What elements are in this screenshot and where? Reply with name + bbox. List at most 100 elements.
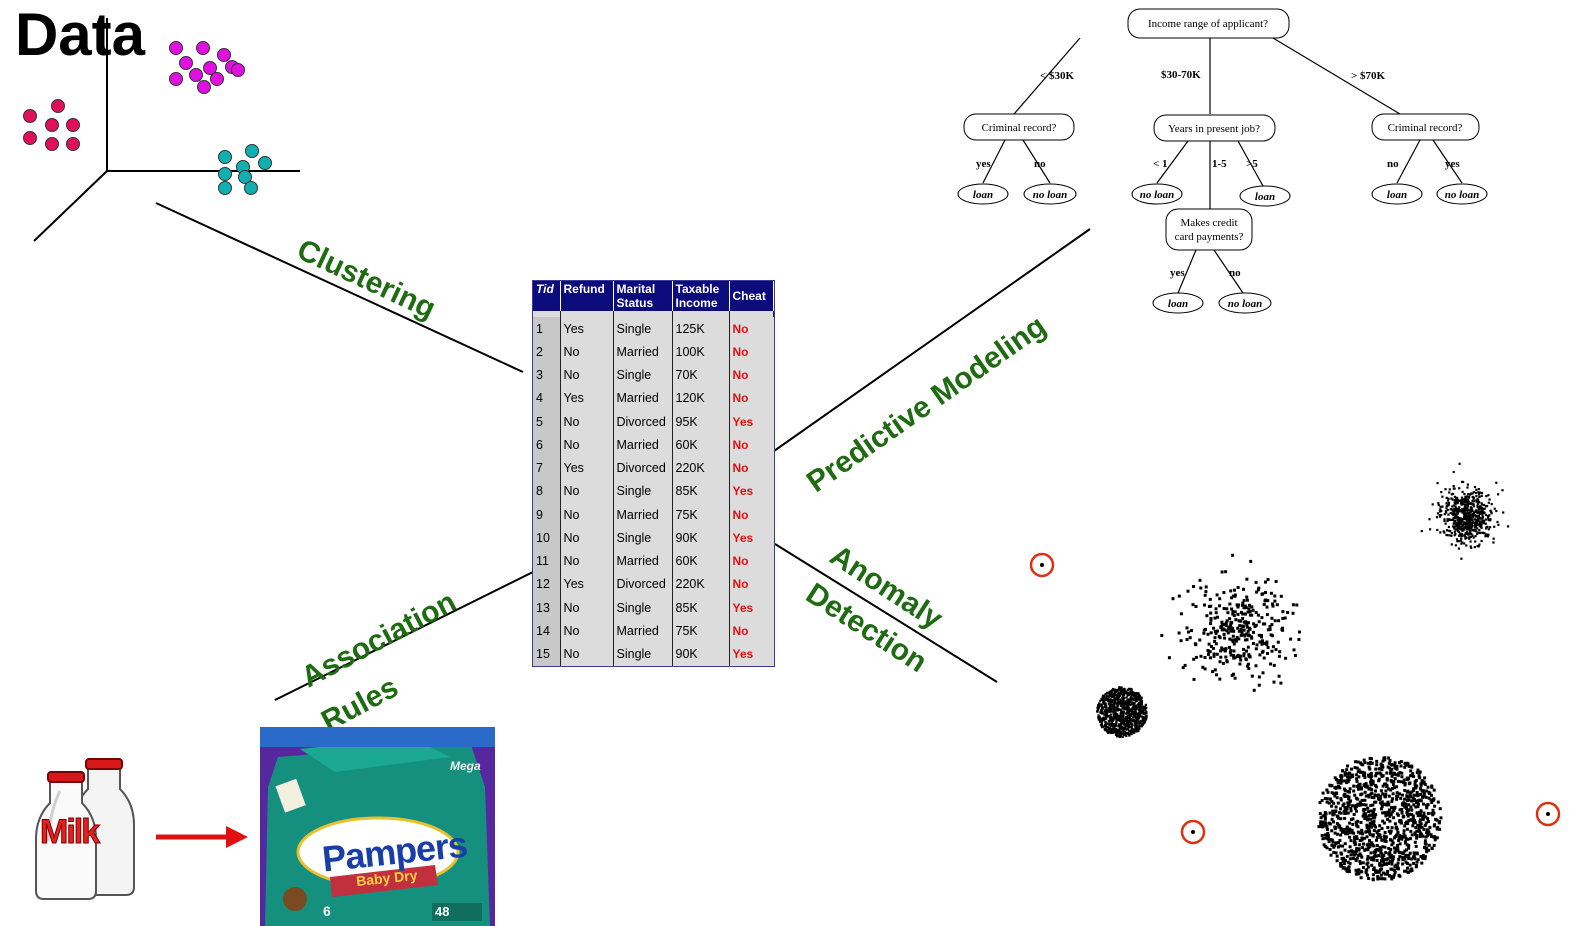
- scatter-point: [1424, 842, 1428, 846]
- scatter-point: [1373, 814, 1377, 818]
- scatter-point: [1138, 720, 1141, 723]
- scatter-point: [1230, 607, 1234, 611]
- scatter-point: [1323, 821, 1327, 825]
- scatter-point: [1209, 617, 1213, 620]
- scatter-point: [1371, 873, 1375, 877]
- scatter-point: [1122, 723, 1125, 726]
- scatter-point: [1452, 510, 1456, 513]
- scatter-point: [1128, 714, 1131, 717]
- scatter-point: [1252, 688, 1256, 692]
- scatter-point: [1370, 858, 1374, 862]
- scatter-point: [1464, 508, 1468, 511]
- scatter-point: [1418, 824, 1422, 828]
- scatter-point: [1398, 771, 1402, 775]
- scatter-point: [1102, 716, 1105, 719]
- scatter-point: [1128, 693, 1131, 696]
- scatter-point: [1396, 813, 1400, 817]
- scatter-point: [1485, 505, 1488, 508]
- scatter-point: [1368, 856, 1372, 860]
- scatter-point: [1459, 517, 1462, 520]
- scatter-point: [1454, 505, 1457, 508]
- scatter-point: [1185, 626, 1189, 630]
- scatter-point: [1425, 831, 1429, 835]
- scatter-point: [1323, 823, 1327, 827]
- scatter-point: [1381, 784, 1385, 788]
- scatter-point: [1387, 794, 1391, 798]
- scatter-point: [1468, 493, 1472, 496]
- table-cell: Divorced: [613, 572, 673, 597]
- scatter-point: [1132, 720, 1135, 723]
- scatter-point: [1471, 534, 1474, 537]
- scatter-point: [1098, 716, 1101, 719]
- scatter-point: [1484, 513, 1488, 517]
- table-cell: 125K: [672, 317, 730, 341]
- scatter-point: [1235, 635, 1239, 639]
- table-cell: No: [732, 623, 749, 638]
- cluster-point: [218, 181, 232, 195]
- scatter-point: [1383, 845, 1387, 849]
- scatter-point: [1412, 861, 1416, 865]
- scatter-point: [1366, 855, 1370, 858]
- scatter-point: [1257, 683, 1261, 687]
- scatter-point: [1139, 708, 1142, 711]
- table-cell: No: [560, 433, 614, 457]
- scatter-point: [1389, 771, 1392, 775]
- scatter-point: [1127, 717, 1130, 720]
- scatter-point: [1272, 663, 1276, 667]
- scatter-point: [1456, 498, 1459, 501]
- cluster-point: [197, 80, 211, 94]
- scatter-point: [1128, 718, 1131, 721]
- scatter-point: [1209, 631, 1213, 635]
- scatter-point: [1390, 862, 1394, 866]
- scatter-point: [1355, 835, 1359, 839]
- scatter-point: [1130, 731, 1133, 734]
- scatter-point: [1230, 638, 1234, 642]
- scatter-point: [1260, 616, 1264, 620]
- scatter-point: [1406, 814, 1410, 818]
- scatter-point: [1453, 487, 1456, 490]
- scatter-point: [1470, 524, 1473, 527]
- scatter-point: [1463, 506, 1466, 509]
- scatter-point: [1119, 712, 1122, 715]
- scatter-point: [1457, 526, 1460, 529]
- scatter-point: [1271, 604, 1275, 608]
- scatter-point: [1125, 691, 1128, 694]
- scatter-point: [1140, 702, 1143, 705]
- scatter-point: [1344, 810, 1348, 814]
- table-cell: 75K: [672, 503, 730, 527]
- scatter-point: [1097, 706, 1100, 709]
- scatter-point: [1127, 691, 1130, 694]
- scatter-point: [1124, 728, 1127, 731]
- scatter-point: [1105, 713, 1108, 716]
- scatter-point: [1248, 626, 1251, 630]
- scatter-point: [1231, 640, 1235, 644]
- scatter-point: [1387, 874, 1391, 878]
- scatter-point: [1220, 646, 1224, 650]
- scatter-point: [1122, 702, 1125, 705]
- scatter-point: [1399, 796, 1403, 800]
- scatter-point: [1266, 628, 1270, 632]
- scatter-point: [1349, 806, 1353, 810]
- scatter-point: [1357, 768, 1361, 772]
- scatter-point: [1112, 728, 1115, 731]
- scatter-point: [1268, 628, 1272, 631]
- scatter-point: [1100, 708, 1103, 712]
- scatter-point: [1463, 503, 1466, 506]
- scatter-point: [1117, 731, 1120, 734]
- scatter-point: [1121, 721, 1124, 725]
- scatter-point: [1391, 841, 1395, 845]
- scatter-point: [1214, 642, 1218, 646]
- tree-node-years-job: [1153, 114, 1276, 142]
- scatter-point: [1467, 498, 1470, 502]
- scatter-point: [1179, 612, 1183, 616]
- arrow-head: [226, 826, 248, 848]
- scatter-point: [1131, 724, 1134, 727]
- scatter-point: [1415, 852, 1419, 856]
- scatter-point: [1469, 506, 1472, 509]
- table-cell: Married: [613, 549, 673, 573]
- scatter-point: [1470, 546, 1473, 549]
- scatter-point: [1332, 801, 1336, 805]
- scatter-point: [1467, 496, 1470, 499]
- scatter-point: [1119, 735, 1122, 739]
